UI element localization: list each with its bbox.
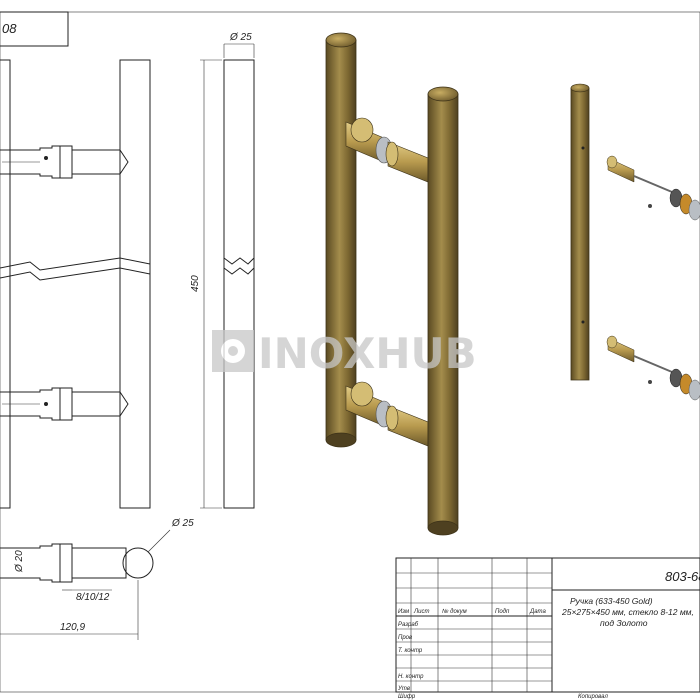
dim-diameter-side: Ø 25 [171, 518, 194, 529]
row-utv: Утв [397, 686, 410, 692]
exploded-rod [570, 87, 590, 381]
assembled-handle-3d [325, 32, 459, 536]
dim-diameter-top: Ø 25 [229, 32, 252, 43]
dim-diameter-bottom: Ø 20 [14, 550, 25, 573]
title-line-3: под Золото [600, 618, 648, 628]
footer-shifr: Шифр [398, 694, 416, 700]
watermark: INOXHUB [212, 329, 477, 378]
col-izm: Изм [398, 609, 409, 615]
front-view [0, 59, 151, 509]
sheet-frame [0, 11, 700, 693]
standoff-bottom [0, 387, 129, 421]
footer-copied: Копировал [578, 694, 608, 700]
connector-upper [345, 117, 429, 183]
exploded-parts-upper [606, 155, 700, 221]
row-prov: Пров [398, 635, 412, 641]
break-line-bottom [0, 267, 151, 281]
rod-right [427, 93, 459, 529]
row-tkontr: Т. контр [398, 648, 423, 654]
left-bar-outline [0, 59, 11, 509]
title-line-1: Ручка (633-450 Gold) [570, 596, 653, 606]
watermark-logo-icon [212, 330, 254, 372]
dim-length: 450 [190, 275, 201, 292]
rod-left [325, 39, 357, 441]
bottom-view: Ø 20 Ø 25 8/10/12 120,9 [0, 518, 194, 640]
standoff-top [0, 145, 129, 179]
title-line-2: 25×275×450 мм, стекло 8-12 мм, [561, 607, 694, 617]
break-line-top [0, 257, 151, 271]
side-view: Ø 25 450 [190, 32, 255, 509]
side-bar-outline [223, 59, 255, 509]
dim-glass-thickness: 8/10/12 [76, 592, 110, 603]
corner-code: 08 [2, 21, 17, 36]
right-bar-outline [119, 59, 151, 509]
title-block: Изм Лист № докум Подп Дата Разраб Пров Т… [395, 557, 700, 693]
row-razrab: Разраб [398, 622, 419, 628]
col-list: Лист [413, 609, 429, 615]
doc-code: 803-68 [665, 569, 700, 584]
exploded-parts-lower [606, 335, 700, 401]
connector-lower [345, 381, 429, 447]
corner-code-box: 08 [0, 11, 69, 47]
col-doc: № докум [442, 608, 467, 615]
watermark-text: INOXHUB [258, 329, 477, 378]
dim-overall-width: 120,9 [60, 622, 85, 633]
row-nkontr: Н. контр [398, 674, 424, 680]
exploded-view [570, 83, 700, 401]
bottom-end-circle [122, 547, 154, 579]
col-date: Дата [529, 609, 546, 615]
col-sign: Подп [495, 609, 510, 615]
